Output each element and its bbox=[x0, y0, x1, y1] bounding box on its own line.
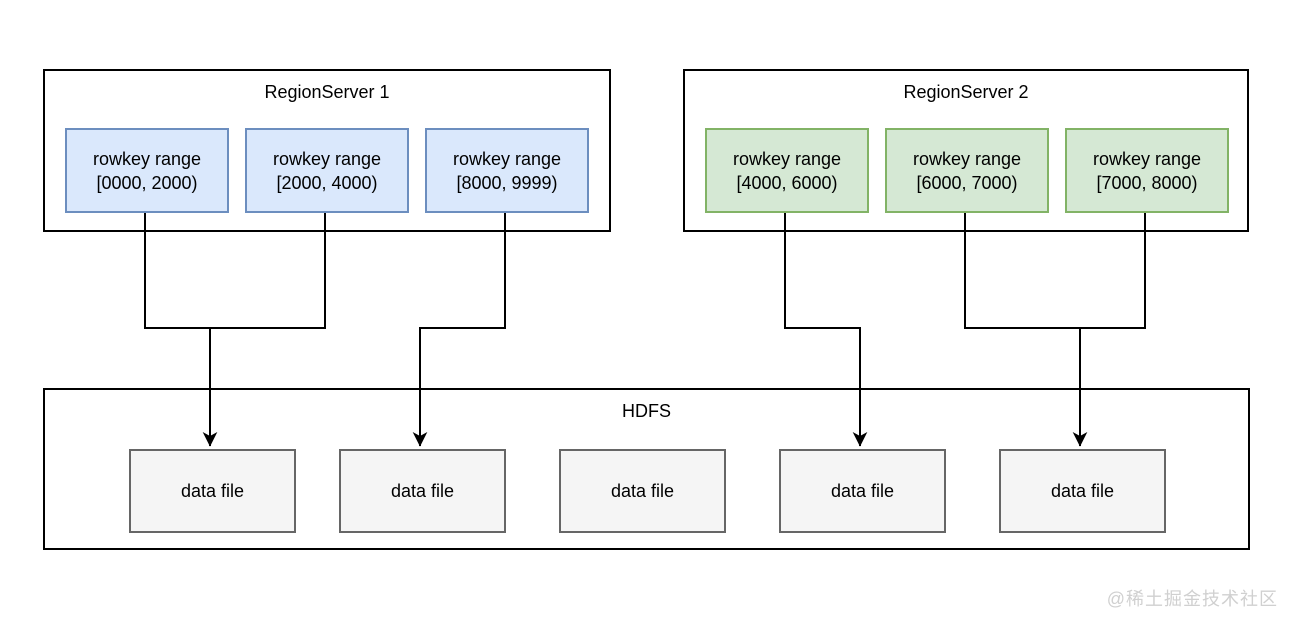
region-box-0000-2000: rowkey range [0000, 2000) bbox=[65, 128, 229, 213]
region-range: [4000, 6000) bbox=[736, 172, 838, 193]
region-box-2000-4000: rowkey range [2000, 4000) bbox=[245, 128, 409, 213]
hdfs-title: HDFS bbox=[622, 401, 671, 421]
edge-region3-datafile2 bbox=[412, 209, 506, 447]
regionserver-2-title: RegionServer 2 bbox=[903, 82, 1029, 102]
data-file-label: data file bbox=[610, 480, 675, 501]
data-file-label: data file bbox=[1050, 480, 1115, 501]
data-file-label: data file bbox=[830, 480, 895, 501]
region-box-7000-8000: rowkey range [7000, 8000) bbox=[1065, 128, 1229, 213]
region-box-6000-7000: rowkey range [6000, 7000) bbox=[885, 128, 1049, 213]
data-file-box-1: data file bbox=[129, 449, 296, 533]
region-label: rowkey range bbox=[452, 148, 562, 169]
watermark-text: @稀土掘金技术社区 bbox=[1106, 589, 1278, 609]
data-file-box-3: data file bbox=[559, 449, 726, 533]
data-file-label: data file bbox=[390, 480, 455, 501]
region-label: rowkey range bbox=[1092, 148, 1202, 169]
region-range: [6000, 7000) bbox=[916, 172, 1018, 193]
data-file-box-5: data file bbox=[999, 449, 1166, 533]
edge-region4-datafile4 bbox=[784, 209, 868, 447]
regionserver-1-title: RegionServer 1 bbox=[264, 82, 390, 102]
region-range: [7000, 8000) bbox=[1096, 172, 1198, 193]
edge-rs2-bracket bbox=[964, 209, 1146, 329]
region-label: rowkey range bbox=[732, 148, 842, 169]
data-file-box-2: data file bbox=[339, 449, 506, 533]
data-file-label: data file bbox=[180, 480, 245, 501]
region-box-8000-9999: rowkey range [8000, 9999) bbox=[425, 128, 589, 213]
region-range: [8000, 9999) bbox=[456, 172, 558, 193]
region-label: rowkey range bbox=[912, 148, 1022, 169]
region-range: [0000, 2000) bbox=[96, 172, 198, 193]
data-file-box-4: data file bbox=[779, 449, 946, 533]
region-box-4000-6000: rowkey range [4000, 6000) bbox=[705, 128, 869, 213]
region-range: [2000, 4000) bbox=[276, 172, 378, 193]
edge-rs1-bracket bbox=[144, 209, 326, 329]
region-label: rowkey range bbox=[272, 148, 382, 169]
region-label: rowkey range bbox=[92, 148, 202, 169]
